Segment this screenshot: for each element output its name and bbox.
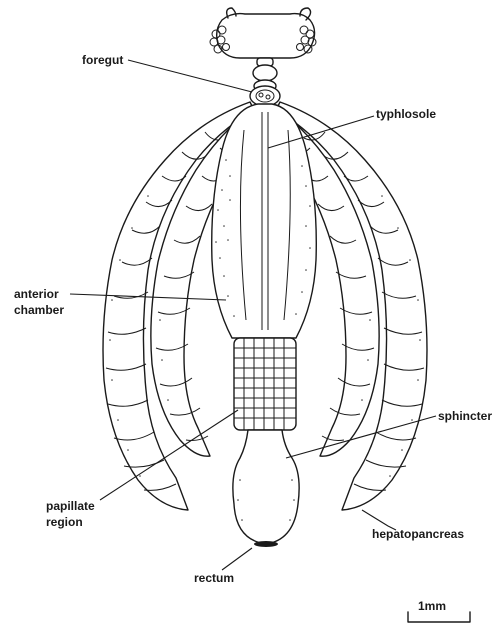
anterior-chamber-leader — [70, 294, 226, 300]
hepatopancreas-label: hepatopancreas — [372, 527, 464, 541]
scale-bar-line — [408, 612, 470, 622]
anterior-chamber-label-line1: anterior — [14, 287, 59, 301]
foregut-ring — [250, 86, 280, 106]
foregut-leader — [128, 60, 252, 92]
foregut-label: foregut — [82, 53, 123, 67]
typhlosole-label: typhlosole — [376, 107, 436, 121]
head-structure — [210, 8, 316, 106]
rectum-label: rectum — [194, 571, 234, 585]
anterior-chamber — [212, 104, 317, 338]
scale-bar: 1mm — [408, 599, 470, 622]
rectum — [233, 430, 299, 547]
scale-bar-label: 1mm — [418, 599, 446, 613]
anterior-chamber-label-line2: chamber — [14, 303, 64, 317]
rectum-leader — [222, 548, 252, 570]
papillate-region-label-line1: papillate — [46, 499, 95, 513]
papillate-region-label-line2: region — [46, 515, 83, 529]
sphincter-label: sphincter — [438, 409, 492, 423]
papillate-region — [234, 338, 296, 430]
